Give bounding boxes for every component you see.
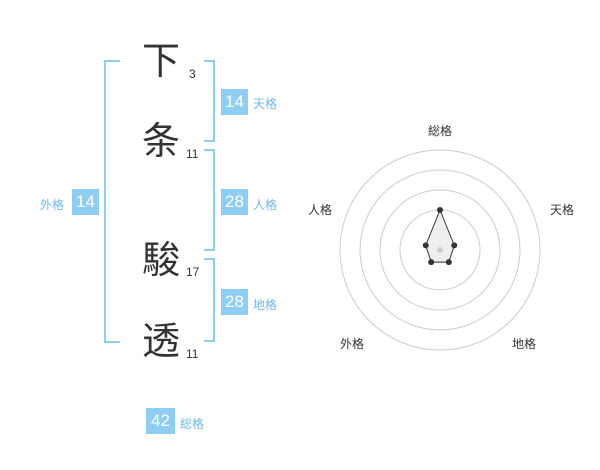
radar-shape [425,208,455,263]
jinkaku-value: 28 [221,189,248,215]
radar-point-1 [437,207,443,213]
chikaku-bracket [204,258,215,342]
chikaku-label: 地格 [253,298,278,312]
name-char-1: 下 [142,39,181,83]
tenkaku-bracket [204,60,215,142]
radar-point-2 [451,242,458,249]
gaikaku-bracket [104,60,120,343]
soukaku-label: 総格 [180,417,205,431]
radar-point-3 [445,259,452,266]
stroke-count-1: 3 [189,67,196,81]
chikaku-value: 28 [221,289,248,315]
gaikaku-label: 外格 [40,198,65,212]
gaikaku-value: 14 [72,189,99,215]
radar-label-gaikaku: 外格 [339,337,364,351]
radar-grid-ring-3 [379,189,501,311]
jinkaku-bracket [204,149,215,251]
radar-label-tenkaku: 天格 [549,203,574,217]
jinkaku-label: 人格 [253,198,278,212]
radar-label-soukaku: 総格 [427,124,452,138]
radar-label-chikaku: 地格 [511,337,536,351]
stroke-count-2: 11 [186,147,199,161]
radar-point-5 [422,242,429,249]
radar-point-4 [428,259,435,266]
radar-grid-ring-1 [339,149,541,351]
name-char-4: 透 [142,319,181,363]
radar-chart [339,149,541,351]
radar-grid-ring-2 [359,169,521,331]
name-char-2: 条 [142,119,181,163]
tenkaku-value: 14 [221,89,248,115]
radar-center [437,247,443,253]
tenkaku-label: 天格 [253,97,278,111]
name-char-3: 駿 [142,238,181,282]
stroke-count-4: 11 [186,347,199,361]
soukaku-value: 42 [146,408,175,434]
stroke-count-3: 17 [186,265,200,279]
radar-label-jinkaku: 人格 [307,203,332,217]
